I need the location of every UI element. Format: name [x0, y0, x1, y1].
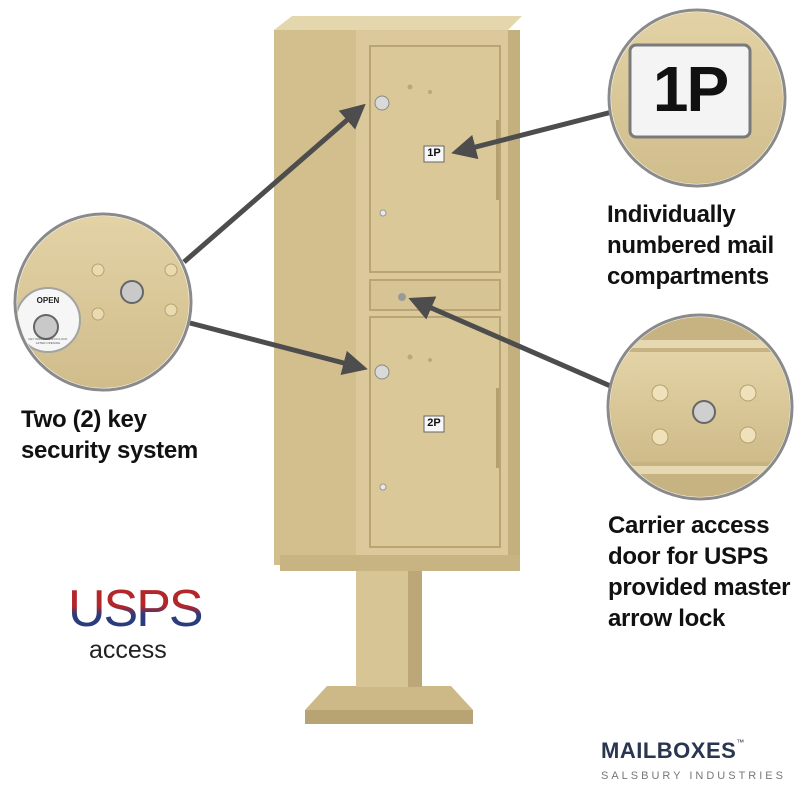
usps-logo: USPS — [68, 580, 204, 638]
brand-name: MAILBOXES — [601, 738, 737, 763]
usps-access-text: access — [89, 636, 167, 664]
cabinet — [274, 16, 522, 571]
zoom-key-lock — [13, 212, 193, 392]
carrier-line-2: door for USPS — [608, 543, 769, 570]
pedestal — [305, 565, 473, 724]
zoom-number-plate — [607, 8, 787, 188]
lock-open-label: OPEN — [36, 296, 60, 305]
door2-number: 2P — [427, 417, 441, 429]
key-caption: Two (2) key security system — [21, 404, 198, 466]
compartment-line-3: compartments — [607, 263, 769, 290]
carrier-line-3: provided master — [608, 574, 791, 601]
carrier-caption: Carrier access door for USPS provided ma… — [608, 510, 791, 634]
brand-subtitle: SALSBURY INDUSTRIES — [601, 770, 786, 782]
compartment-line-2: numbered mail — [607, 232, 774, 259]
carrier-line-4: arrow lock — [608, 605, 726, 632]
brand-logo: MAILBOXES™ — [601, 738, 745, 764]
compartment-caption: Individually numbered mail compartments — [607, 199, 774, 292]
carrier-line-1: Carrier access — [608, 512, 770, 539]
callout-arrows — [182, 103, 616, 391]
key-line-2: security system — [21, 437, 198, 464]
zoom-carrier-lock — [606, 313, 794, 501]
usps-wordmark: USPS — [68, 580, 204, 638]
door1-number: 1P — [427, 147, 441, 159]
zoom-number: 1P — [652, 53, 729, 125]
compartment-line-1: Individually — [607, 201, 736, 228]
brand-tm: ™ — [736, 738, 745, 747]
lock-ring-text: KEY WILL REMAIN IN LOCK AFTER OPENING — [28, 337, 68, 345]
key-line-1: Two (2) key — [21, 406, 147, 433]
